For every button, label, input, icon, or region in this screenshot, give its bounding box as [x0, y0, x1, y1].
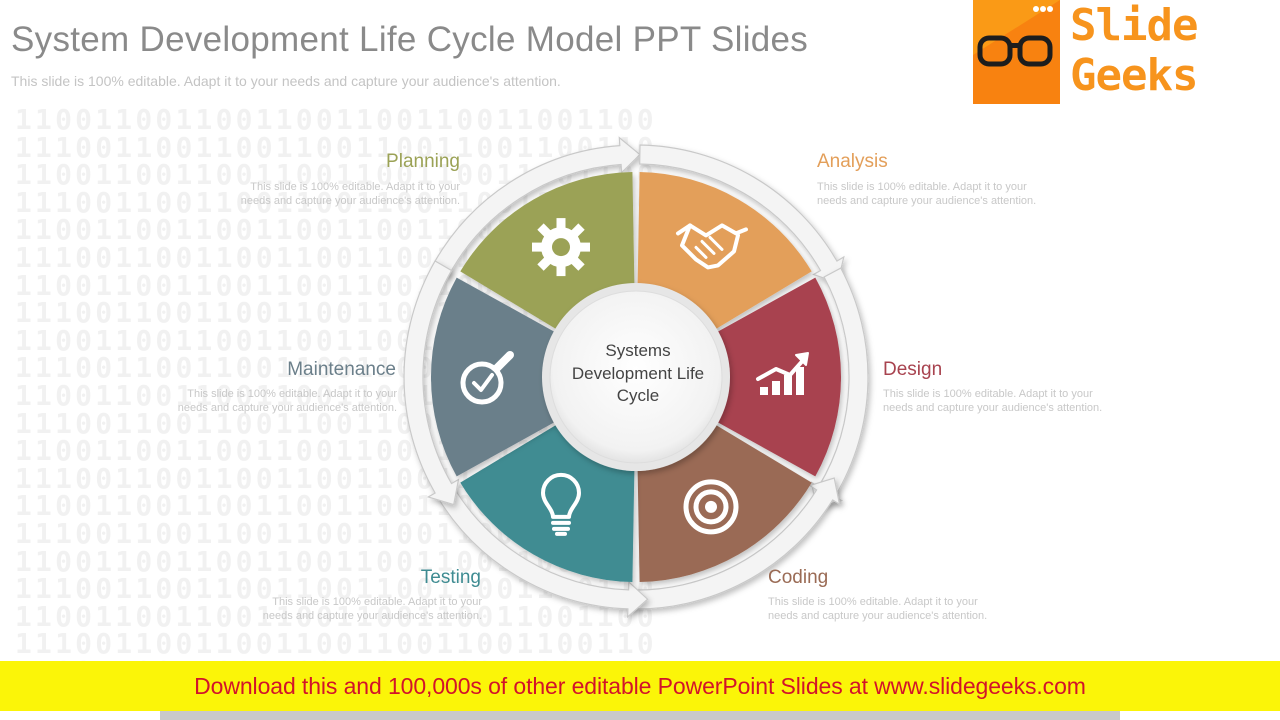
- cycle-arrow-testing: [434, 482, 649, 619]
- stage-desc-analysis: This slide is 100% editable. Adapt it to…: [817, 181, 1037, 207]
- cycle-arrow-coding: [627, 477, 841, 610]
- magnifier-check-icon: [460, 351, 514, 405]
- stage-title-analysis: Analysis: [817, 151, 888, 172]
- stage-title-coding: Coding: [768, 567, 829, 588]
- center-circle: [549, 290, 723, 464]
- cycle-sectors: [430, 172, 842, 582]
- sector-design: [716, 277, 842, 477]
- logo-word-slide: Slide: [1070, 0, 1198, 51]
- logo-word-geeks: Geeks: [1070, 50, 1198, 101]
- stage-title-planning: Planning: [386, 151, 460, 172]
- stage-desc-design: This slide is 100% editable. Adapt it to…: [883, 388, 1103, 414]
- handshake-icon: [676, 223, 748, 270]
- download-banner-text[interactable]: Download this and 100,000s of other edit…: [194, 673, 1086, 699]
- cycle-arrows: [403, 136, 869, 619]
- stage-title-testing: Testing: [420, 567, 481, 588]
- bottom-strip: [160, 711, 1120, 720]
- growth-chart-icon: [756, 352, 809, 395]
- cycle-arrow-planning: [430, 136, 641, 278]
- stage-desc-maintenance: This slide is 100% editable. Adapt it to…: [177, 388, 397, 414]
- stage-desc-planning: This slide is 100% editable. Adapt it to…: [240, 181, 460, 207]
- download-banner[interactable]: Download this and 100,000s of other edit…: [0, 661, 1280, 711]
- center-label: Systems Development Life Cycle: [571, 341, 705, 405]
- sector-analysis: [637, 172, 812, 330]
- glasses-icon: [973, 0, 1060, 104]
- slidegeeks-logo: Slide Geeks: [973, 0, 1198, 105]
- stage-desc-testing: This slide is 100% editable. Adapt it to…: [262, 596, 482, 622]
- cycle-arrow-maintenance: [403, 260, 460, 506]
- page-title: System Development Life Cycle Model PPT …: [11, 20, 809, 59]
- logo-badge: [973, 0, 1060, 104]
- sector-maintenance: [430, 277, 556, 477]
- lightbulb-icon: [541, 472, 581, 536]
- page-subtitle: This slide is 100% editable. Adapt it to…: [11, 73, 561, 89]
- stage-title-design: Design: [883, 359, 943, 380]
- target-icon: [683, 479, 739, 535]
- gear-icon: [532, 218, 590, 277]
- stage-desc-coding: This slide is 100% editable. Adapt it to…: [768, 596, 988, 622]
- stage-title-maintenance: Maintenance: [287, 359, 396, 380]
